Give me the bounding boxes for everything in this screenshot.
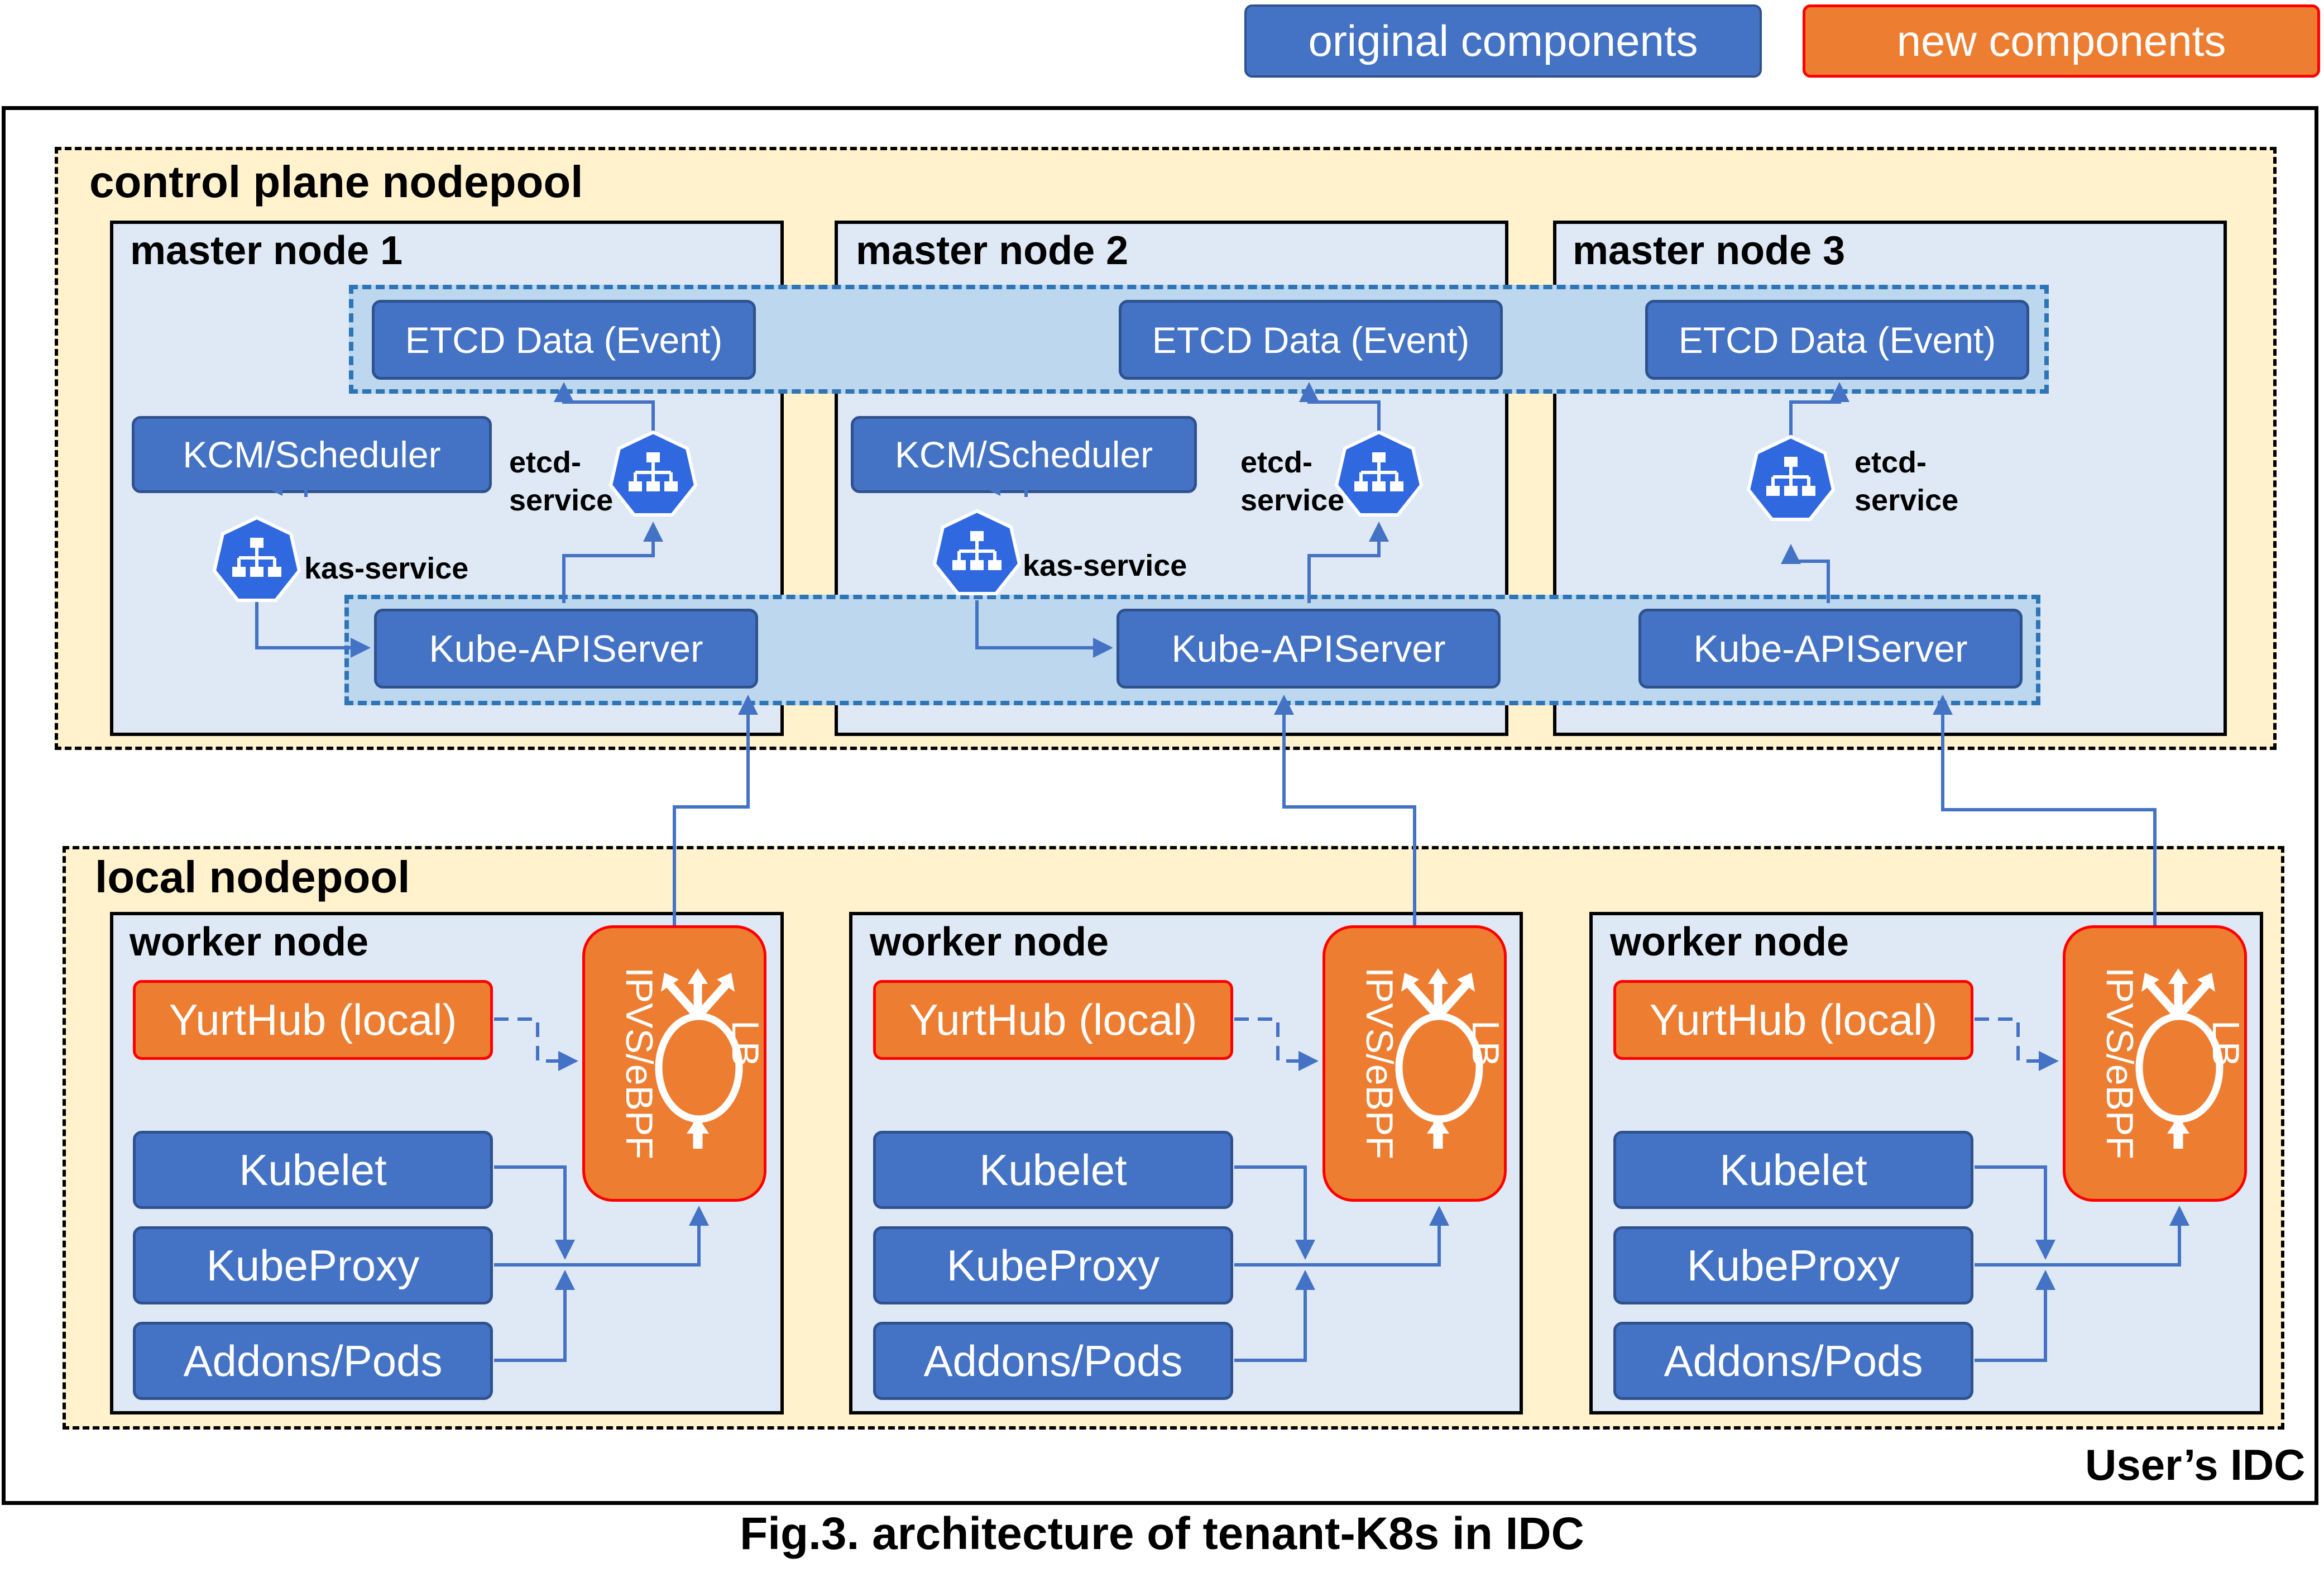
kcm-scheduler-box-2: KCM/Scheduler — [851, 416, 1197, 493]
kas-service-label-2: kas-service — [1023, 549, 1187, 582]
kas-service-icon-1 — [214, 518, 299, 600]
etcd-service-label-3: etcd-service — [1855, 444, 1958, 519]
kubeproxy-box-2: KubeProxy — [873, 1226, 1233, 1304]
kas-service-label-1: kas-service — [304, 552, 469, 585]
yurthub-box-1: YurtHub (local) — [133, 980, 493, 1060]
legend-original-components: original components — [1244, 4, 1762, 78]
etcd-data-box-3: ETCD Data (Event) — [1645, 300, 2029, 380]
kube-apiserver-box-2: Kube-APIServer — [1117, 609, 1501, 689]
lb-glyph-icon-1 — [659, 968, 739, 1149]
etcd-service-label-2: etcd-service — [1240, 444, 1344, 519]
kubelet-box-2: Kubelet — [873, 1131, 1233, 1209]
kubeproxy-box-3: KubeProxy — [1613, 1226, 1973, 1304]
worker-node-1-title: worker node — [130, 920, 369, 964]
etcd-service-icon-2 — [1336, 432, 1421, 515]
etcd-data-box-2: ETCD Data (Event) — [1119, 300, 1503, 380]
etcd-service-label-3-line2: service — [1855, 483, 1959, 517]
uplink-connectors — [673, 695, 2157, 925]
master-connectors — [255, 382, 1849, 658]
kube-apiserver-box-3: Kube-APIServer — [1638, 609, 2023, 689]
legend-new-components: new components — [1803, 4, 2320, 78]
worker-node-3-title: worker node — [1610, 920, 1849, 964]
etcd-service-label-1-line2: service — [509, 483, 614, 517]
etcd-service-label-1-line1: etcd- — [509, 446, 582, 479]
kas-service-icon-2 — [935, 511, 1019, 594]
addons-pods-box-1: Addons/Pods — [133, 1322, 493, 1400]
addons-pods-box-3: Addons/Pods — [1613, 1322, 1973, 1400]
figure-caption: Fig.3. architecture of tenant-K8s in IDC — [740, 1508, 1584, 1559]
users-idc-label: User’s IDC — [2085, 1440, 2306, 1489]
control-plane-title: control plane nodepool — [89, 157, 583, 207]
legend-original-label: original components — [1308, 16, 1698, 65]
etcd-data-box-1: ETCD Data (Event) — [372, 300, 756, 380]
master-node-1-title: master node 1 — [130, 228, 403, 273]
etcd-service-icon-1 — [611, 432, 696, 515]
etcd-service-icon-3 — [1748, 437, 1833, 519]
master-node-2-title: master node 2 — [856, 228, 1129, 273]
yurthub-box-2: YurtHub (local) — [873, 980, 1233, 1060]
local-nodepool-title: local nodepool — [95, 852, 410, 902]
yurthub-box-3: YurtHub (local) — [1613, 980, 1973, 1060]
kubelet-box-1: Kubelet — [133, 1131, 493, 1209]
etcd-service-label-3-line1: etcd- — [1855, 446, 1927, 479]
etcd-service-label-2-line1: etcd- — [1240, 446, 1313, 479]
legend-new-label: new components — [1896, 16, 2226, 65]
worker-node-2-title: worker node — [870, 920, 1109, 964]
master-node-3-title: master node 3 — [1573, 228, 1846, 273]
etcd-service-label-2-line2: service — [1240, 483, 1345, 517]
kcm-scheduler-box-1: KCM/Scheduler — [132, 416, 492, 493]
kubelet-box-3: Kubelet — [1613, 1131, 1973, 1209]
lb-glyph-icon-3 — [2139, 968, 2220, 1149]
addons-pods-box-2: Addons/Pods — [873, 1322, 1233, 1400]
lb-glyph-icon-2 — [1399, 968, 1479, 1149]
etcd-service-label-1: etcd-service — [509, 444, 613, 519]
kubeproxy-box-1: KubeProxy — [133, 1226, 493, 1304]
kube-apiserver-box-1: Kube-APIServer — [374, 609, 758, 689]
worker-connectors — [494, 1017, 2189, 1362]
